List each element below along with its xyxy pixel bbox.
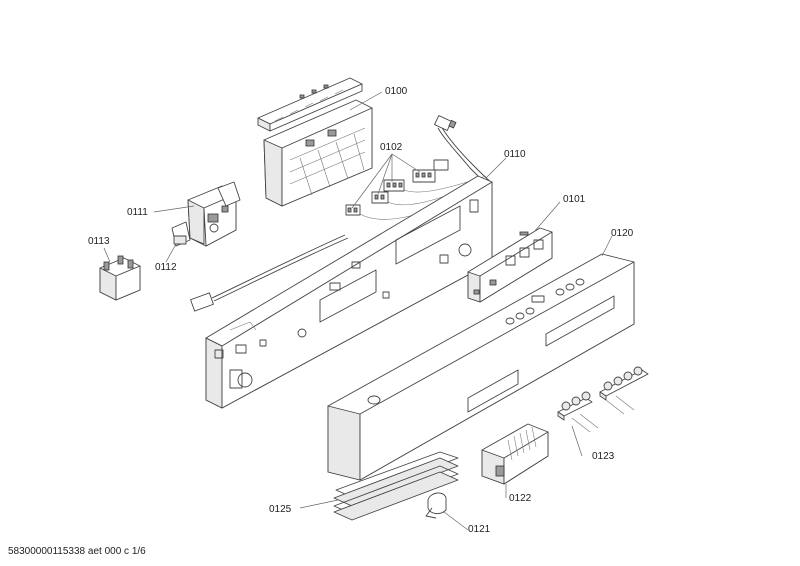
document-reference: 58300000115338 aet 000 c 1/6	[8, 546, 146, 557]
part-0121-clip	[425, 492, 447, 519]
part-0113-terminal-block	[99, 255, 141, 301]
part-0122-handle	[481, 423, 549, 485]
part-0123-buttons	[557, 366, 649, 433]
label-0120: 0120	[611, 228, 634, 239]
part-0111-door-lock	[187, 181, 241, 247]
part-0125-seal	[333, 451, 459, 521]
label-0102: 0102	[380, 142, 403, 153]
leader-lines	[103, 91, 613, 531]
part-0120-facia	[327, 253, 635, 481]
part-0102-connectors	[345, 159, 487, 220]
label-0125: 0125	[269, 504, 292, 515]
label-0101: 0101	[563, 194, 586, 205]
label-0112: 0112	[155, 262, 177, 273]
label-0100: 0100	[385, 86, 408, 97]
label-0113: 0113	[88, 236, 110, 247]
label-0122: 0122	[509, 493, 532, 504]
label-0111: 0111	[127, 207, 148, 218]
label-0121: 0121	[468, 524, 491, 535]
part-0112-switch	[171, 221, 191, 247]
part-0101-pcb	[467, 227, 553, 303]
part-0100-control-module	[257, 77, 373, 207]
label-0123: 0123	[592, 451, 615, 462]
label-0110: 0110	[504, 149, 526, 160]
part-0110-panel-frame	[205, 175, 493, 409]
